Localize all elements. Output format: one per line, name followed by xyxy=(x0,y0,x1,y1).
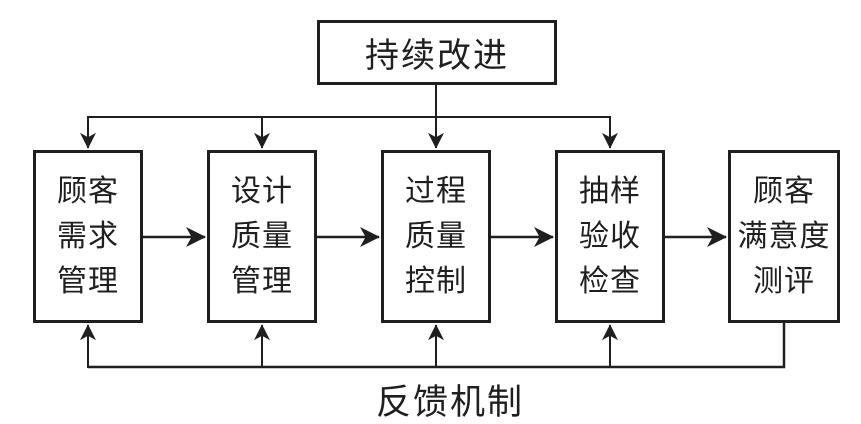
stage-line: 满意度 xyxy=(737,220,831,253)
stage-box-design-quality-management: 设计 质量 管理 xyxy=(207,150,317,323)
stage-line: 设计 xyxy=(231,175,293,208)
stage-line: 过程 xyxy=(405,175,467,208)
feedback-line xyxy=(88,323,786,369)
feedback-mechanism-label: 反馈机制 xyxy=(375,383,524,422)
stage-line: 顾客 xyxy=(57,175,119,208)
stage-line: 测评 xyxy=(753,265,815,298)
stage-box-customer-satisfaction-evaluation: 顾客 满意度 测评 xyxy=(728,150,840,323)
stage-line: 质量 xyxy=(231,220,293,253)
continuous-improvement-label: 持续改进 xyxy=(365,38,509,75)
stage-line: 验收 xyxy=(579,220,641,253)
stage-line: 需求 xyxy=(57,220,119,253)
stage-box-sampling-acceptance-inspection: 抽样 验收 检查 xyxy=(555,150,665,323)
stage-line: 控制 xyxy=(405,265,467,298)
continuous-improvement-box: 持续改进 xyxy=(317,20,557,85)
stage-line: 检查 xyxy=(579,265,641,298)
stage-box-process-quality-control: 过程 质量 控制 xyxy=(381,150,491,323)
stage-line: 管理 xyxy=(231,265,293,298)
stage-line: 抽样 xyxy=(579,175,641,208)
stage-line: 管理 xyxy=(57,265,119,298)
stage-box-customer-requirements-management: 顾客 需求 管理 xyxy=(33,150,143,323)
stage-line: 质量 xyxy=(405,220,467,253)
stage-line: 顾客 xyxy=(753,175,815,208)
